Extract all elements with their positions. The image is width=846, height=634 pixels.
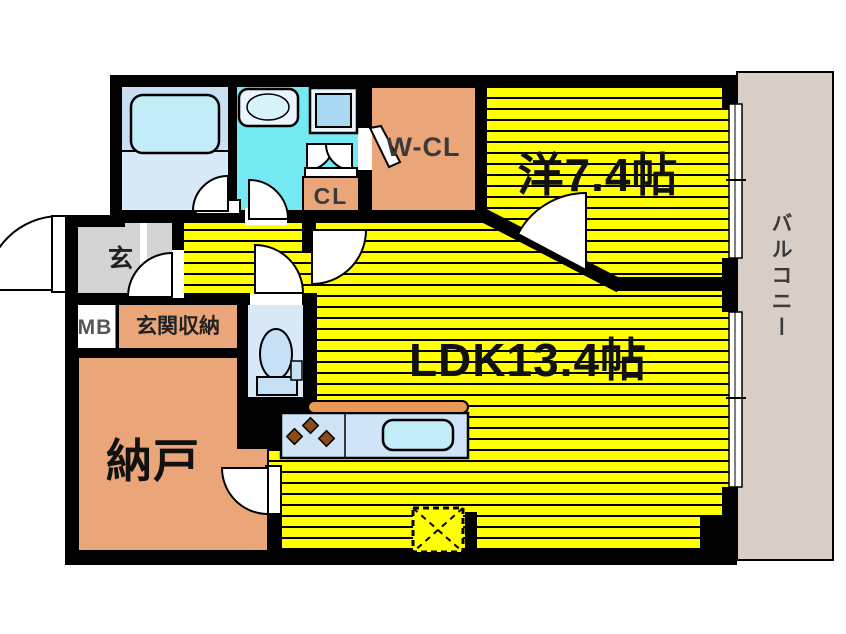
ldk-door-arc [311, 229, 368, 286]
bathroom-door-arc [191, 174, 229, 212]
label-balcony: バルコニー [769, 212, 792, 342]
balcony [736, 71, 834, 561]
entrance-step-line [140, 222, 147, 299]
toilet-flush-box [290, 360, 303, 381]
wall-bath-washroom [228, 87, 237, 222]
balcony-area [736, 71, 834, 561]
toilet-door-gap [250, 293, 302, 305]
label-entrance-storage: 玄関収納 [136, 315, 220, 338]
wall-hatch-stub [465, 512, 477, 552]
closet-door-rail [304, 167, 358, 178]
wall-below-storage-boxes [65, 348, 280, 358]
wall-top [110, 75, 737, 87]
doors [0, 124, 587, 516]
fixtures [122, 86, 470, 554]
wall-left-stub [65, 215, 125, 227]
entrance-hall-door-arc [126, 251, 173, 298]
underfloor-storage-hatch-icon [411, 506, 465, 554]
entrance-door-leaf [51, 215, 67, 293]
washing-machine-inner [315, 93, 352, 128]
label-meter-box: MB [77, 316, 113, 339]
windows [726, 103, 746, 488]
wall-storage-door-below [268, 512, 282, 553]
label-storage-room: 納戸 [106, 435, 200, 487]
toilet-door-arc [254, 243, 305, 294]
wcl-door-gap [358, 128, 372, 170]
wall-right-mid [722, 258, 737, 312]
wcl-door-leaf [368, 124, 402, 169]
wall-bottom [65, 550, 737, 565]
label-closet: CL [313, 183, 349, 209]
wall-western-bottom [615, 277, 727, 291]
entrance-door-arc [0, 214, 61, 291]
wall-above-storage-boxes [65, 293, 237, 305]
wall-storage-right [237, 356, 248, 447]
kitchen-sink-icon [381, 418, 455, 452]
storage-door-arc [220, 467, 269, 516]
label-entrance: 玄 [108, 245, 134, 273]
label-western-room: 洋7.4帖 [517, 149, 679, 201]
label-ldk: LDK13.4帖 [408, 334, 648, 386]
label-walk-in-closet: W-CL [386, 132, 461, 162]
western-room-door-arc [516, 191, 587, 272]
wall-wcl-western [475, 87, 487, 215]
bathtub-icon [129, 93, 221, 155]
entrance-hall-door-gap [172, 250, 184, 298]
wall-right-notch [700, 515, 737, 563]
wall-upper-left [110, 75, 122, 227]
wall-counter-left [268, 398, 282, 449]
toilet-bowl-icon [259, 328, 293, 380]
stove-burners-icon [285, 416, 336, 448]
washroom-door-arc [248, 178, 290, 220]
wall-right-top [722, 87, 737, 108]
washroom-sink-basin [246, 93, 290, 121]
toilet-tank [256, 376, 298, 396]
kitchen-counter-top [307, 400, 469, 414]
